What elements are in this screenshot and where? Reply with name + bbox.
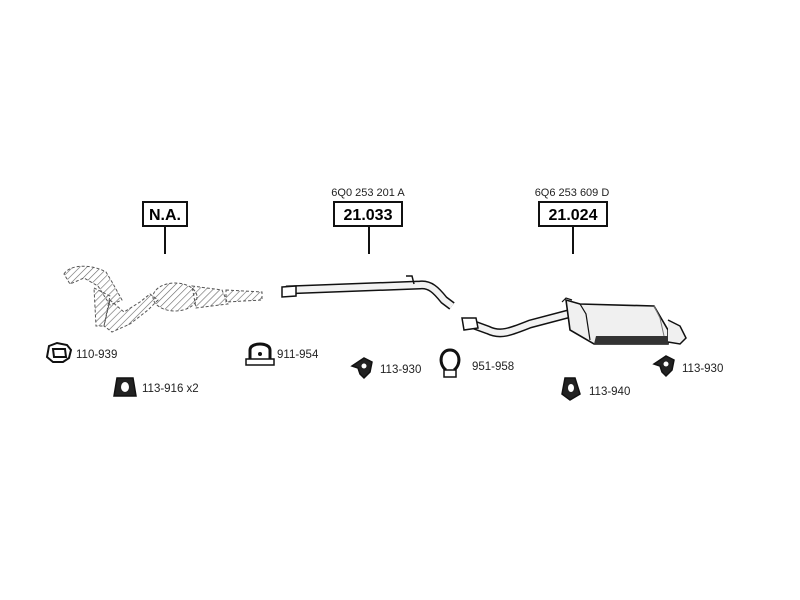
assembly-code: 21.033 bbox=[344, 207, 393, 224]
part-number: 911-954 bbox=[277, 349, 319, 361]
assembly-code: 21.024 bbox=[549, 207, 598, 224]
gasket-icon bbox=[45, 341, 73, 363]
part-number: 951-958 bbox=[472, 361, 514, 373]
assembly-middle: 6Q0 253 201 A 21.033 bbox=[281, 187, 455, 310]
part-number: 110-939 bbox=[76, 349, 117, 361]
oem-number: 6Q0 253 201 A bbox=[331, 187, 405, 199]
assembly-code-box[interactable] bbox=[333, 201, 403, 227]
part-number: 113-916 x2 bbox=[142, 383, 199, 395]
front-pipe-drawing bbox=[63, 265, 263, 333]
part-951-958[interactable]: 951-958 bbox=[439, 348, 514, 378]
assembly-front: N.A. bbox=[63, 201, 263, 333]
part-number: 113-930 bbox=[682, 363, 723, 375]
part-911-954[interactable]: 911-954 bbox=[245, 342, 319, 366]
middle-pipe-drawing bbox=[281, 275, 455, 310]
clamp-icon bbox=[245, 342, 275, 366]
part-110-939[interactable]: 110-939 bbox=[45, 341, 117, 363]
assembly-code: N.A. bbox=[149, 207, 181, 224]
oem-number: 6Q6 253 609 D bbox=[535, 187, 610, 199]
rubber-mount-icon bbox=[113, 377, 137, 397]
assembly-code-box[interactable] bbox=[538, 201, 608, 227]
hanger-icon bbox=[652, 355, 675, 378]
part-number: 113-930 bbox=[380, 364, 421, 376]
assembly-rear: 6Q6 253 609 D 21.024 bbox=[461, 187, 687, 345]
part-113-940[interactable]: 113-940 bbox=[561, 377, 630, 401]
part-113-930[interactable]: 113-930 bbox=[350, 357, 421, 380]
rear-silencer-drawing bbox=[461, 297, 687, 345]
clamp-ring-icon bbox=[439, 348, 461, 378]
part-113-930-rear[interactable]: 113-930 bbox=[652, 355, 723, 378]
part-113-916[interactable]: 113-916 x2 bbox=[113, 377, 199, 397]
rubber-mount-icon bbox=[561, 377, 581, 401]
hanger-icon bbox=[350, 357, 373, 380]
part-number: 113-940 bbox=[589, 386, 630, 398]
